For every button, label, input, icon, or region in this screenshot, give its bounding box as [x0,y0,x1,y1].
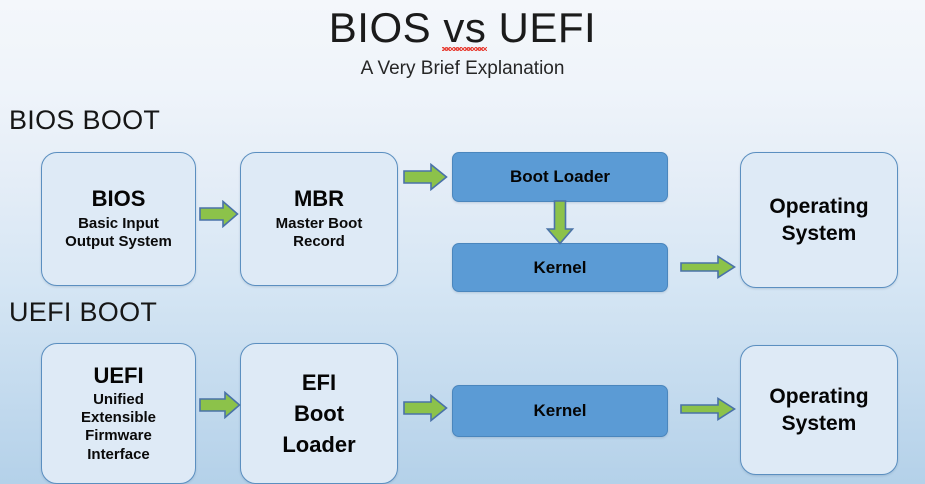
node-mbr-subtitle-line2: Record [293,233,345,251]
node-bios: BIOS Basic Input Output System [41,152,196,286]
node-uefi-subtitle-line1: Unified [93,390,144,408]
section-heading-uefi-boot: UEFI BOOT [9,297,158,327]
node-kernel-uefi-title: Kernel [533,401,587,421]
page-title-part-after: UEFI [486,4,597,51]
node-operating-system-uefi-line2: System [781,412,857,435]
node-efi-boot-loader-line2: Boot [293,400,345,426]
node-efi-boot-loader-line3: Loader [282,432,356,458]
page-title-part-before: BIOS [328,4,444,51]
section-heading-bios-boot: BIOS BOOT [9,105,161,135]
node-mbr-subtitle-line1: Master Boot [275,214,363,232]
arrow-bios-to-mbr-icon [199,200,239,228]
node-bios-title: BIOS [91,186,146,212]
arrow-kernel-to-os-bios-icon [680,254,736,280]
node-kernel-uefi: Kernel [452,385,668,437]
node-operating-system-bios-line2: System [781,222,857,245]
page-subtitle: A Very Brief Explanation [360,58,565,79]
node-mbr-title: MBR [293,186,345,212]
node-bios-subtitle-line1: Basic Input [78,214,159,232]
node-operating-system-uefi: Operating System [740,345,898,475]
arrow-uefi-to-efi-boot-loader-icon [199,391,241,419]
page-title: BIOS vs UEFI [0,4,925,52]
node-operating-system-bios-line1: Operating [769,194,869,218]
node-uefi-title: UEFI [93,363,144,389]
node-uefi-subtitle-line4: Interface [87,445,150,463]
node-boot-loader: Boot Loader [452,152,668,202]
arrow-boot-loader-to-kernel-icon [545,200,575,245]
arrow-kernel-to-os-uefi-icon [680,396,736,422]
node-uefi-subtitle-line3: Firmware [85,427,152,445]
arrow-mbr-to-boot-loader-icon [403,163,448,191]
node-operating-system-uefi-line1: Operating [769,384,869,408]
node-mbr: MBR Master Boot Record [240,152,398,286]
node-operating-system-bios: Operating System [740,152,898,288]
node-kernel-bios-title: Kernel [533,257,587,277]
node-efi-boot-loader: EFI Boot Loader [240,343,398,484]
arrow-efi-boot-loader-to-kernel-icon [403,394,448,422]
node-efi-boot-loader-line1: EFI [301,369,337,395]
page-title-vs-misspelled: vs [442,4,488,51]
node-bios-subtitle-line2: Output System [65,233,172,251]
node-kernel-bios: Kernel [452,243,668,292]
node-uefi: UEFI Unified Extensible Firmware Interfa… [41,343,196,484]
node-boot-loader-title: Boot Loader [509,167,611,187]
node-uefi-subtitle-line2: Extensible [80,408,157,426]
